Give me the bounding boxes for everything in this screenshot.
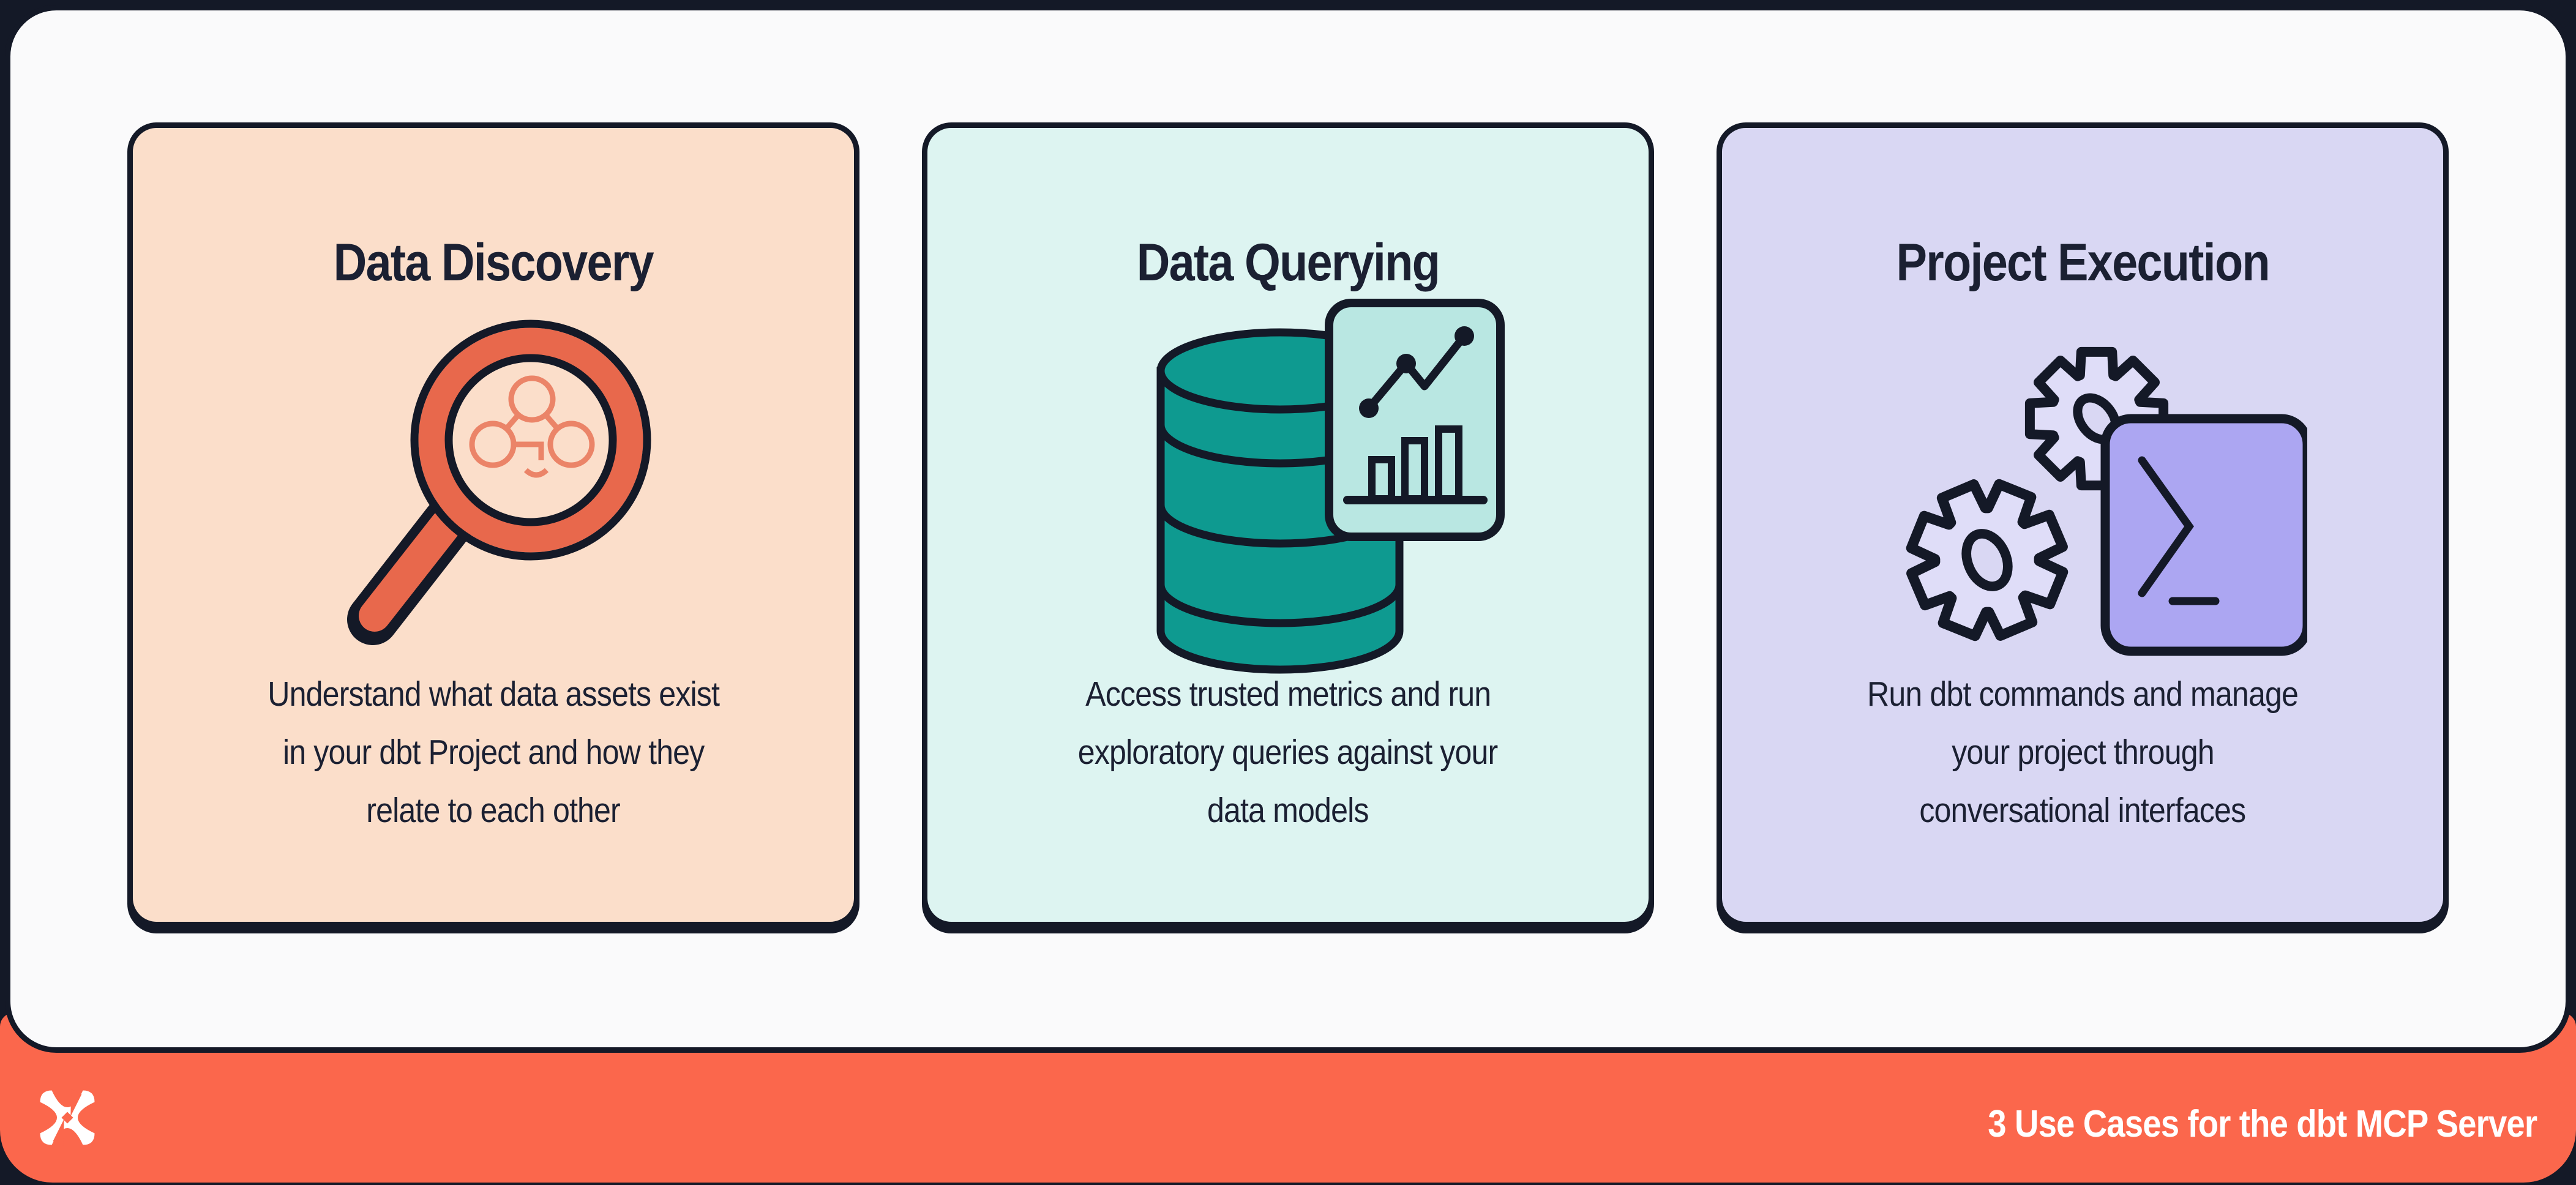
footer-title: 3 Use Cases for the dbt MCP Server <box>1913 1102 2537 1146</box>
dbt-logo <box>40 1089 95 1146</box>
database-chart-icon <box>1156 299 1505 674</box>
body-line: data models <box>1207 791 1369 830</box>
card-title-text: Project Execution <box>1896 233 2270 292</box>
card-title-text: Data Querying <box>1136 233 1440 292</box>
body-line: relate to each other <box>366 791 621 830</box>
card-body: Access trusted metrics and run explorato… <box>946 665 1630 840</box>
lens-outer-outline <box>410 320 651 561</box>
lineage-diagram <box>469 375 595 478</box>
card-body: Understand what data assets exist in you… <box>151 665 836 840</box>
footer-title-text: 3 Use Cases for the dbt MCP Server <box>1988 1103 2537 1145</box>
body-line: your project through <box>1951 733 2214 772</box>
lens-ring <box>418 327 643 553</box>
magnifier-handle <box>359 509 462 632</box>
lens-inner-outline <box>444 354 617 526</box>
magnifier-lineage-icon <box>347 320 651 645</box>
card-title: Project Execution <box>1722 220 2443 305</box>
terminal-prompt-chevron <box>2138 456 2194 597</box>
line-chart <box>1366 333 1468 411</box>
card-title-text: Data Discovery <box>333 233 654 292</box>
terminal-icon <box>2100 414 2307 656</box>
body-line: conversational interfaces <box>1919 791 2247 830</box>
body-line: Understand what data assets exist <box>268 675 720 714</box>
card-data-discovery: Data Discovery Understand what d <box>127 122 859 927</box>
gears-terminal-icon <box>1906 346 2307 656</box>
body-line: in your dbt Project and how they <box>282 733 705 772</box>
body-line: Access trusted metrics and run <box>1085 675 1491 714</box>
card-body: Run dbt commands and manage your project… <box>1740 665 2425 840</box>
lens-interior <box>449 358 613 522</box>
card-data-querying: Data Querying <box>922 122 1654 927</box>
gear-lower-icon <box>1906 479 2069 641</box>
card-title: Data Discovery <box>133 220 854 305</box>
body-line: Run dbt commands and manage <box>1866 675 2299 714</box>
card-project-execution: Project Execution Run dbt commands and m… <box>1717 122 2449 927</box>
card-title: Data Querying <box>927 220 1649 305</box>
chart-panel <box>1325 299 1505 541</box>
body-line: exploratory queries against your <box>1078 733 1498 772</box>
